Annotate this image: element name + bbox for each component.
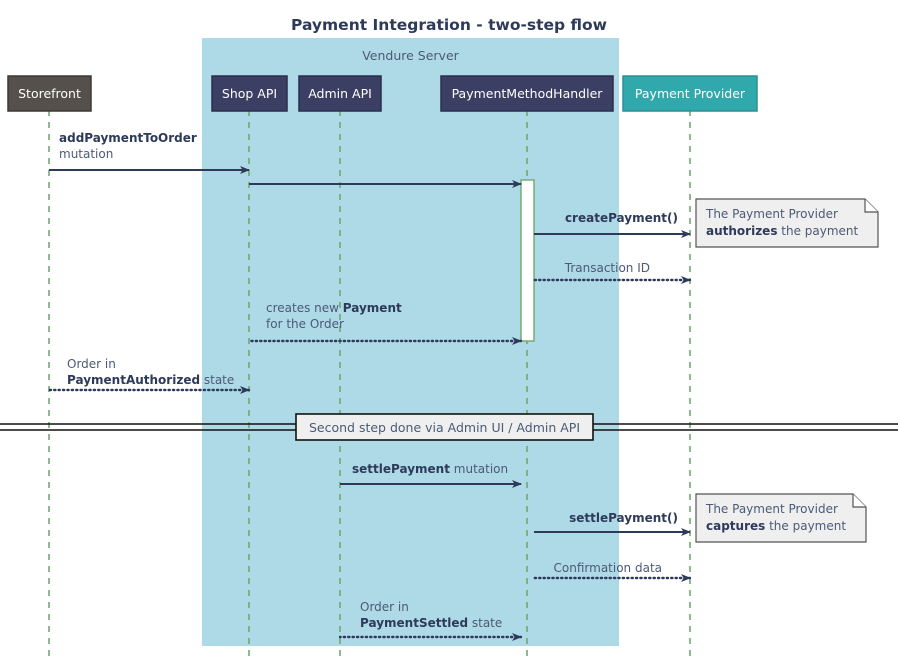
participant-label-admin-api: Admin API <box>308 86 372 101</box>
participant-admin-api[interactable]: Admin API <box>298 75 382 112</box>
participant-label-provider: Payment Provider <box>635 86 746 101</box>
message-label-m5-line1: creates new Payment <box>266 301 402 315</box>
message-label-m10-line2: PaymentSettled state <box>360 616 502 630</box>
message-m10: Order in PaymentSettled state <box>338 600 523 641</box>
participant-box-provider[interactable] <box>622 75 758 112</box>
messages-layer: addPaymentToOrder mutation createPayment()… <box>47 131 692 641</box>
message-label-m8-line1: settlePayment() <box>569 511 678 525</box>
group-label: Vendure Server <box>362 48 459 63</box>
participant-box-shop-api[interactable] <box>211 75 288 112</box>
note-text-line1: The Payment Provider <box>705 207 838 221</box>
page-title: Payment Integration - two-step flow <box>291 16 607 34</box>
message-label-m3-line1: createPayment() <box>565 211 678 225</box>
activation-bar-handler <box>520 179 535 342</box>
divider-label: Second step done via Admin UI / Admin AP… <box>309 420 580 435</box>
message-m3: createPayment() <box>534 211 691 238</box>
message-label-m1-line2: mutation <box>59 147 113 161</box>
notes-layer: The Payment Provider authorizes the payme… <box>695 198 879 543</box>
note-fold-corner <box>864 199 878 213</box>
divider-box <box>295 413 594 441</box>
note-note-capture: The Payment Provider captures the payment <box>695 493 867 543</box>
note-note-authorize: The Payment Provider authorizes the payme… <box>695 198 879 248</box>
participant-storefront[interactable]: Storefront <box>7 75 92 112</box>
participant-box-storefront[interactable] <box>7 75 92 112</box>
participant-label-shop-api: Shop API <box>222 86 277 101</box>
participant-label-storefront: Storefront <box>18 86 81 101</box>
lifelines-layer <box>48 110 691 660</box>
message-label-m9-line1: Confirmation data <box>554 561 662 575</box>
message-m6: Order in PaymentAuthorized state <box>47 357 251 394</box>
message-label-m1-line1: addPaymentToOrder <box>59 131 197 145</box>
divider-layer: Second step done via Admin UI / Admin AP… <box>0 413 898 441</box>
divider: Second step done via Admin UI / Admin AP… <box>0 413 898 441</box>
participant-shop-api[interactable]: Shop API <box>211 75 288 112</box>
message-m5: creates new Payment for the Order <box>247 301 523 345</box>
activation-bar-layer <box>520 179 535 342</box>
participant-label-handler: PaymentMethodHandler <box>452 86 604 101</box>
participant-provider[interactable]: Payment Provider <box>622 75 758 112</box>
message-label-m6-line1: Order in <box>67 357 116 371</box>
message-m8: settlePayment() <box>534 511 691 536</box>
message-label-m6-line2: PaymentAuthorized state <box>67 373 234 387</box>
note-body <box>695 493 867 543</box>
note-text-line1: The Payment Provider <box>705 502 838 516</box>
note-fold-corner <box>852 494 866 508</box>
message-label-m4-line1: Transaction ID <box>564 261 650 275</box>
participant-box-handler[interactable] <box>440 75 614 112</box>
message-label-m10-line1: Order in <box>360 600 409 614</box>
message-m4: Transaction ID <box>532 261 692 284</box>
participant-box-admin-api[interactable] <box>298 75 382 112</box>
message-m7: settlePayment mutation <box>340 462 522 488</box>
message-m1: addPaymentToOrder mutation <box>49 131 250 174</box>
message-label-m5-line2: for the Order <box>266 317 344 331</box>
note-body <box>695 198 879 248</box>
message-m9: Confirmation data <box>532 561 692 582</box>
note-text-line2: authorizes the payment <box>706 224 859 238</box>
participants-layer[interactable]: Storefront Shop API Admin API PaymentMethod… <box>7 75 758 112</box>
note-text-line2: captures the payment <box>706 519 846 533</box>
participant-handler[interactable]: PaymentMethodHandler <box>440 75 614 112</box>
message-label-m7-line1: settlePayment mutation <box>352 462 508 476</box>
